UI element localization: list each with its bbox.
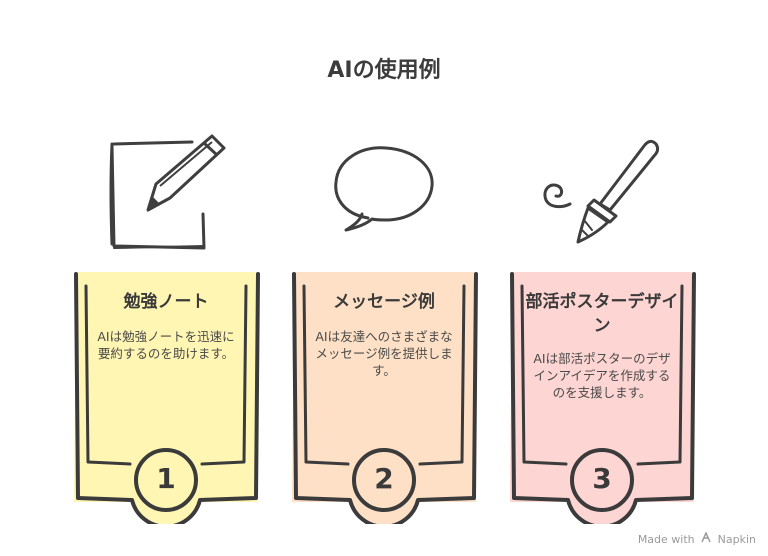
card-1-title: 勉強ノート (123, 292, 209, 312)
card-2-title: メッセージ例 (333, 292, 435, 312)
card-1-description: AIは勉強ノートを迅速に要約するのを助けます。 (97, 329, 235, 361)
card-1-frame (74, 272, 260, 524)
card-3-description: AIは部活ポスターのデザインアイデアを作成するのを支援します。 (533, 351, 671, 400)
card-3-frame (510, 272, 696, 524)
card-3-title: 部活ポスターデザイン (525, 292, 679, 336)
card-1-number: 1 (156, 462, 176, 495)
footer-made-with: Made with (637, 533, 695, 546)
footer-brand: Napkin (717, 533, 756, 546)
napkin-logo-icon (701, 531, 711, 546)
card-3: 部活ポスターデザイン AIは部活ポスターのデザインアイデアを作成するのを支援しま… (502, 266, 702, 524)
card-2-frame (292, 272, 478, 524)
notebook-pencil-icon (100, 130, 230, 258)
speech-bubble-icon (330, 140, 440, 239)
footer-attribution: Made with Napkin (637, 531, 756, 546)
card-1: 勉強ノート AIは勉強ノートを迅速に要約するのを助けます。 1 (66, 266, 266, 524)
card-2-description: AIは友達へのさまざまなメッセージ例を提供します。 (315, 329, 453, 378)
card-2: メッセージ例 AIは友達へのさまざまなメッセージ例を提供します。 2 (284, 266, 484, 524)
diagram-title: AIの使用例 (327, 58, 441, 83)
paintbrush-icon (536, 134, 666, 250)
card-2-number: 2 (374, 462, 394, 495)
card-3-number: 3 (592, 462, 612, 495)
